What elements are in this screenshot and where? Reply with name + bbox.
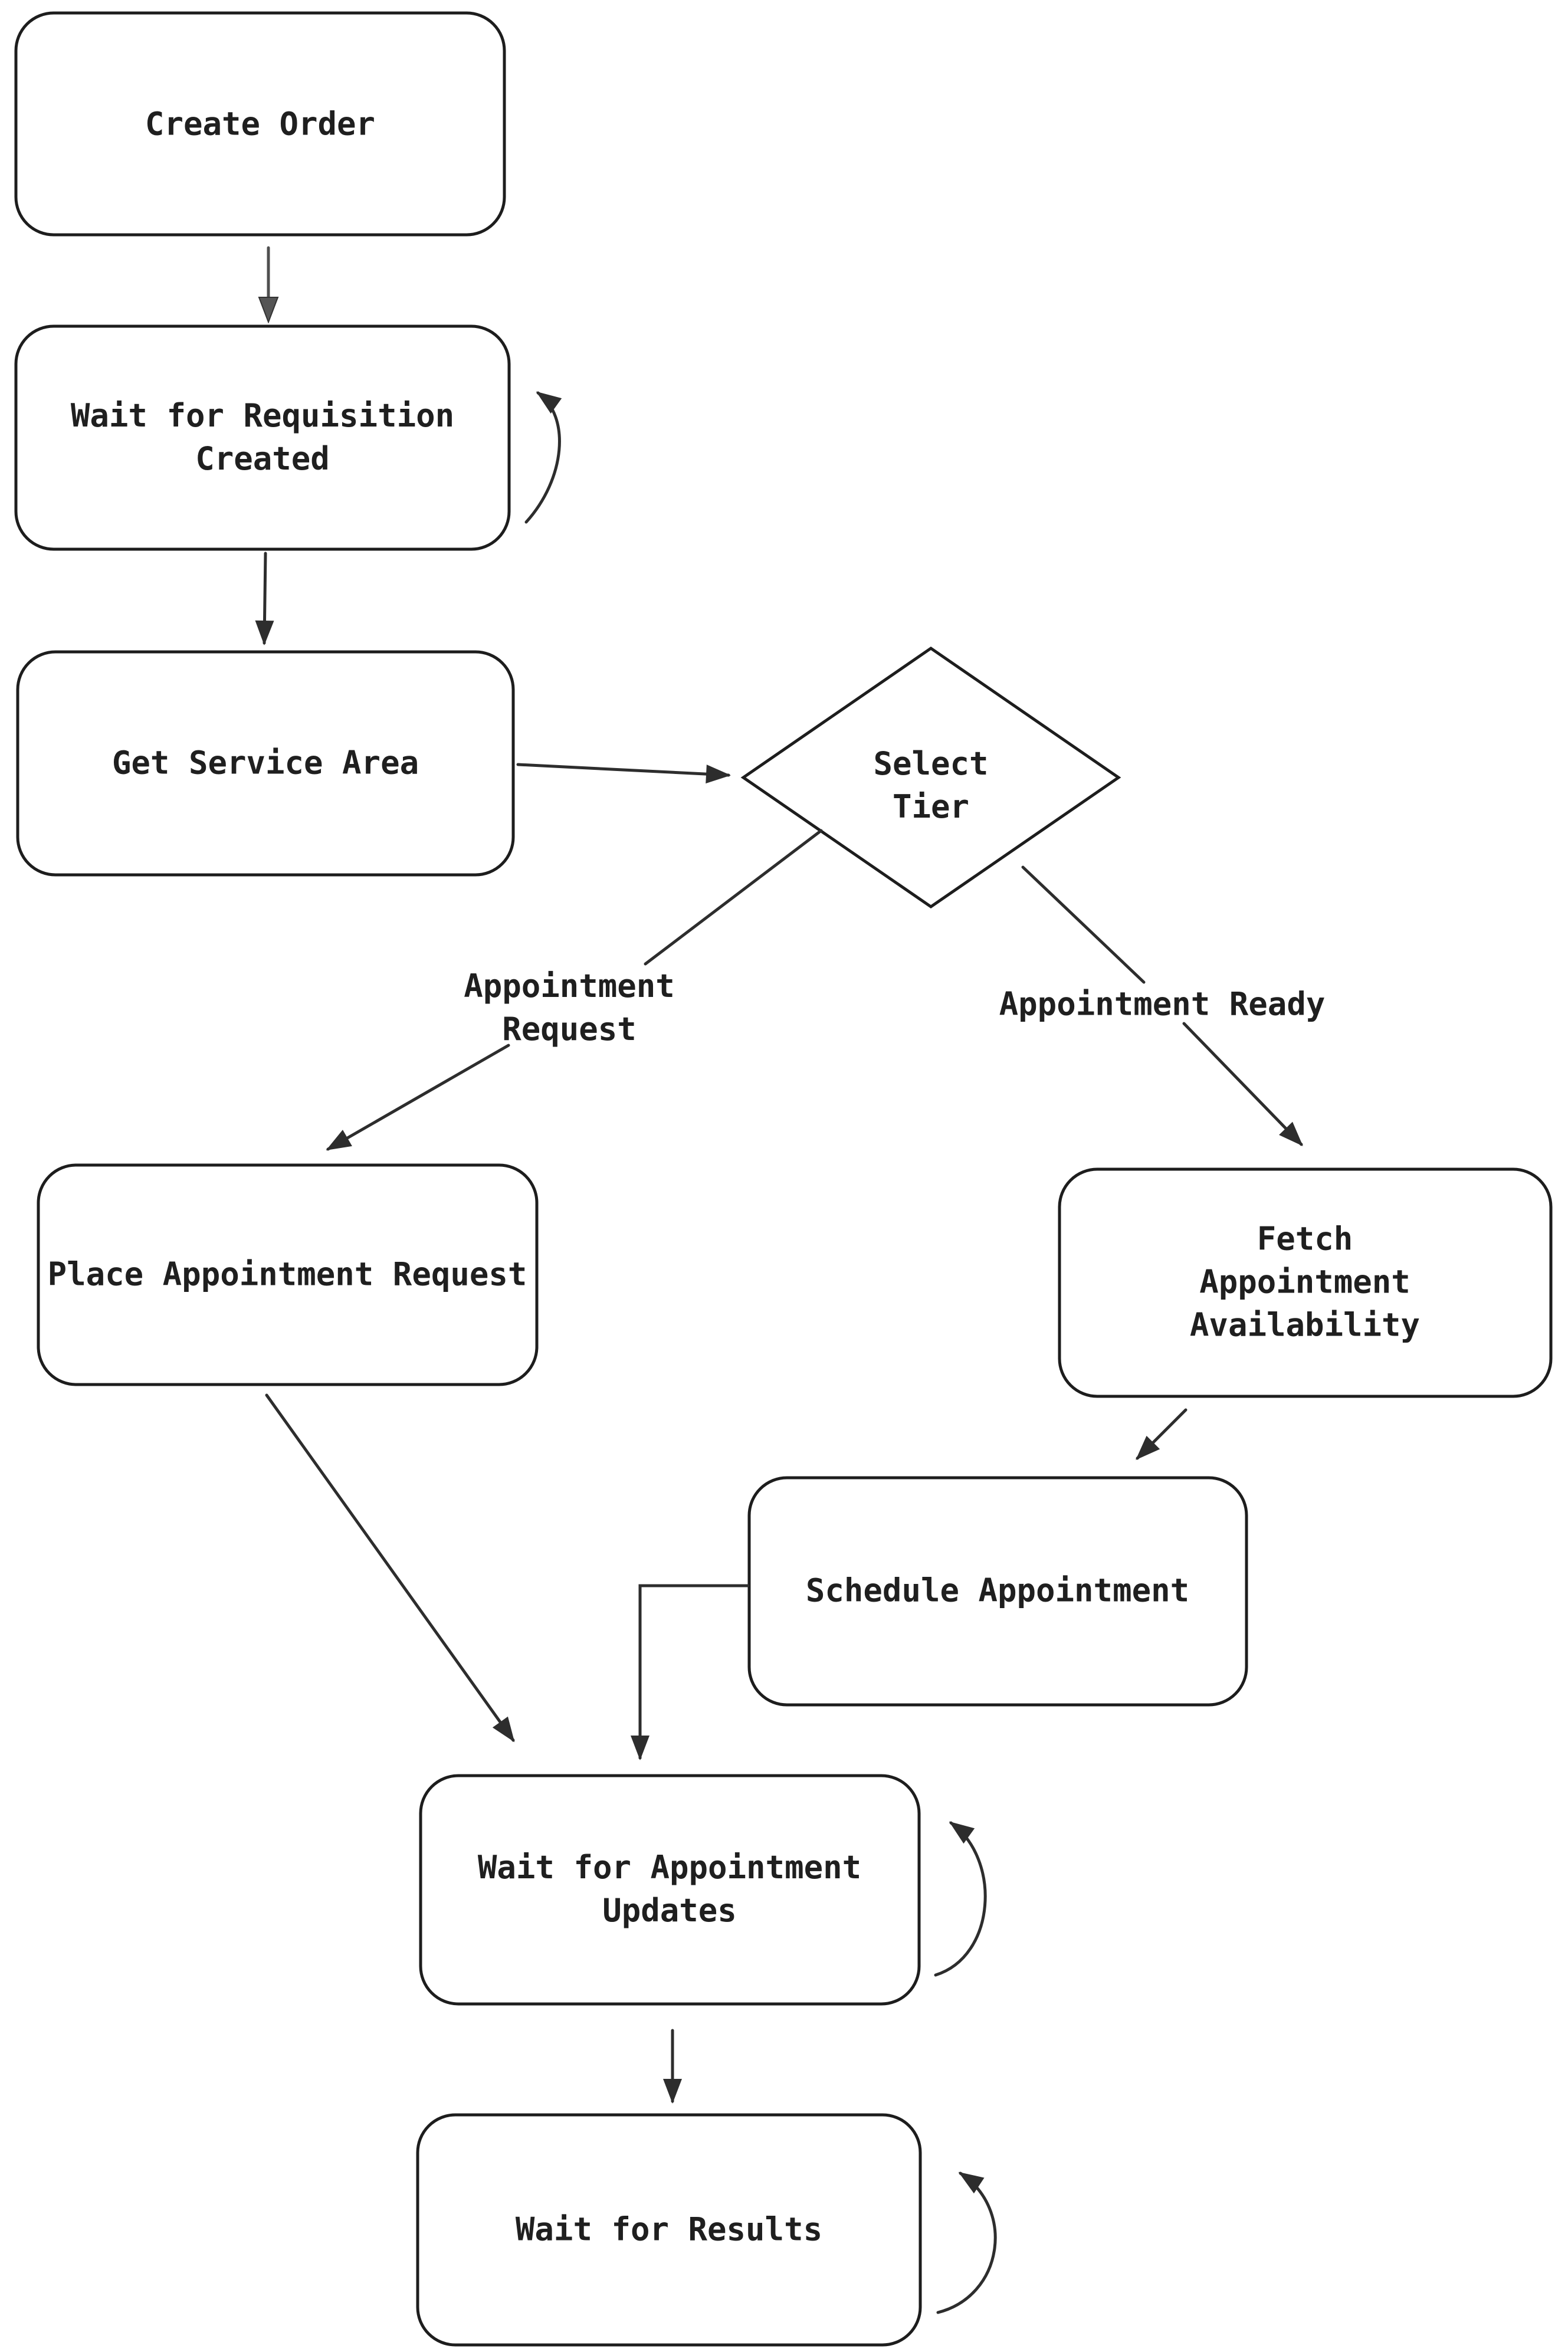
edge-fetch-appointment-availability-to-schedule-appointment (1136, 1408, 1188, 1460)
edge-label-appointment-ready: Appointment Ready (999, 985, 1326, 1023)
edge-label-appointment-request: Appointment Request (464, 967, 675, 1048)
node-wait-for-requisition-created-shape (14, 324, 511, 551)
node-place-appointment-request-label: Place Appointment Request (47, 1255, 527, 1293)
edge-select-tier-to-fetch-appointment-availability-lower (1182, 1022, 1303, 1146)
edge-schedule-appointment-to-wait-for-appointment-updates (631, 1584, 750, 1760)
edge-wait-for-requisition-created-to-get-service-area (255, 552, 274, 645)
node-fetch-appointment-availability-shape (1058, 1167, 1553, 1398)
node-wait-for-requisition-created-label: Wait for Requisition Created (70, 397, 455, 477)
edge-self-loop-wait-for-results (936, 2171, 997, 2314)
node-wait-for-appointment-updates-label: Wait for Appointment Updates (477, 1849, 862, 1929)
node-wait-for-appointment-updates-shape (419, 1774, 921, 2006)
edge-self-loop-wait-for-requisition-created (524, 391, 562, 524)
edge-self-loop-wait-for-appointment-updates (934, 1821, 987, 1977)
edge-get-service-area-to-select-tier (516, 763, 731, 784)
edge-select-tier-to-place-appointment-request-upper (644, 829, 823, 966)
node-schedule-appointment-label: Schedule Appointment (805, 1572, 1190, 1609)
edge-place-appointment-request-to-wait-for-appointment-updates (265, 1393, 515, 1743)
node-wait-for-results-label: Wait for Results (515, 2210, 823, 2248)
node-create-order-shape (14, 11, 506, 237)
node-wait-for-results-shape (416, 2113, 922, 2347)
node-select-tier-diamond-shape (740, 646, 1121, 909)
node-fetch-appointment-availability-label: Fetch Appointment Availability (1189, 1220, 1421, 1344)
node-create-order-label: Create Order (145, 105, 376, 143)
node-select-tier-label: Select Tier (873, 745, 989, 825)
edge-select-tier-to-fetch-appointment-availability-upper (1021, 865, 1146, 984)
edge-select-tier-to-place-appointment-request-lower (326, 1044, 510, 1151)
node-place-appointment-request-shape (37, 1163, 539, 1386)
node-get-service-area-label: Get Service Area (111, 744, 419, 782)
node-schedule-appointment-shape (747, 1476, 1248, 1707)
node-get-service-area-shape (16, 650, 515, 877)
